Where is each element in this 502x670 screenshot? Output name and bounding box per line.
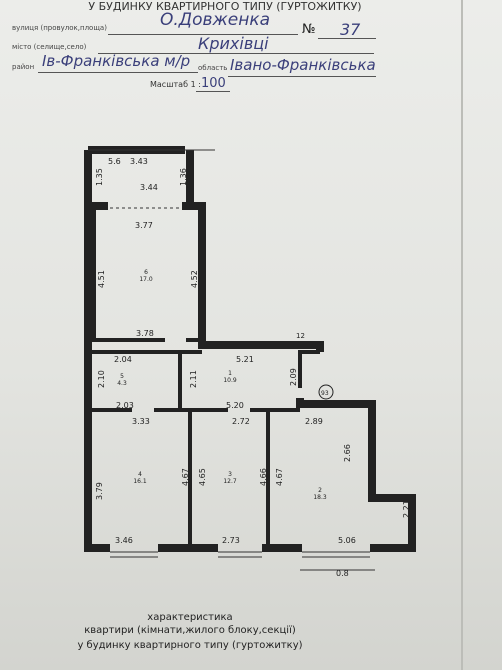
city-label: місто (селище,село) — [12, 43, 87, 51]
dim-label: 1.36 — [179, 168, 188, 186]
marker-circle — [318, 384, 334, 400]
dim-label: 5.06 — [338, 536, 356, 545]
dim-label: 3.33 — [132, 417, 150, 426]
dim-label: 3.43 — [130, 157, 148, 166]
dim-label: 12 — [296, 332, 305, 340]
street-underline — [108, 34, 298, 35]
dim-label: 4.66 — [259, 468, 268, 486]
room-number: 3 — [228, 471, 232, 478]
dim-label: 4.52 — [190, 270, 199, 288]
room-area: 17.0 — [139, 276, 153, 283]
dim-label: 2.21 — [402, 500, 411, 518]
dim-label: 2.89 — [305, 417, 323, 426]
room-area: 10.9 — [223, 377, 237, 384]
number-underline — [318, 38, 376, 39]
dim-label: 2.66 — [343, 444, 352, 462]
dim-label: 2.10 — [97, 370, 106, 388]
room-area: 12.7 — [223, 478, 237, 485]
form-title: У БУДИНКУ КВАРТИРНОГО ТИПУ (ГУРТОЖИТКУ) — [88, 0, 362, 13]
dim-label: 2.04 — [114, 355, 132, 364]
city-value: Крихівці — [198, 34, 269, 53]
room-number: 2 — [318, 487, 322, 494]
room-area: 4.3 — [117, 380, 127, 387]
footer-line-2: квартири (кімнати,жилого блоку,секції) — [84, 625, 296, 636]
dim-label: 3.77 — [135, 221, 153, 230]
street-value: О.Довженка — [160, 10, 271, 30]
region-value: Івано-Франківська — [230, 56, 376, 74]
room-area: 18.3 — [313, 494, 327, 501]
city-underline — [98, 53, 374, 54]
dim-label: 4.67 — [275, 468, 284, 486]
dim-label: 2.72 — [232, 417, 250, 426]
dim-label: 5.6 — [108, 157, 121, 166]
outer-wall-bottom-3 — [296, 398, 416, 552]
dim-label: 2.73 — [222, 536, 240, 545]
dim-label: 2.11 — [189, 370, 198, 388]
room-area: 16.1 — [133, 478, 147, 485]
dim-label: 4.51 — [97, 270, 106, 288]
dim-label: 3.44 — [140, 183, 158, 192]
room-number: 4 — [138, 471, 142, 478]
dim-label: 3.79 — [95, 482, 104, 500]
dim-label: 2.09 — [289, 368, 298, 386]
scale-label: Масштаб 1 : — [150, 80, 201, 89]
dim-label: 3.46 — [115, 536, 133, 545]
street-label: вулиця (провулок,площа) — [12, 24, 107, 32]
district-label: район — [12, 63, 35, 71]
room-number: 6 — [144, 269, 148, 276]
dim-label: 0.8 — [336, 569, 349, 578]
room-number: 5 — [120, 373, 124, 380]
region-underline — [228, 76, 376, 77]
dim-label: 2.03 — [116, 401, 134, 410]
number-label: № — [302, 22, 316, 37]
scale-underline — [196, 91, 230, 92]
room-number: 1 — [228, 370, 232, 377]
dim-label: 1.35 — [95, 168, 104, 186]
region-label: область — [198, 64, 228, 72]
district-value: Ів-Франківська м/р — [42, 52, 191, 70]
dim-label: 4.67 — [181, 468, 190, 486]
dim-label: 5.21 — [236, 355, 254, 364]
district-underline — [38, 72, 198, 73]
marker-label: 93 — [321, 390, 329, 397]
number-value: 37 — [340, 20, 361, 39]
dim-label: 3.78 — [136, 329, 154, 338]
corridor-left-partition — [92, 350, 202, 390]
dim-label: 4.65 — [198, 468, 207, 486]
footer-line-3: у будинку квартирного типу (гуртожитку) — [77, 640, 303, 651]
scale-value: 100 — [201, 76, 226, 91]
page-fold-line — [461, 0, 463, 670]
dim-label: 5.20 — [226, 401, 244, 410]
footer-line-1: характеристика — [147, 612, 233, 623]
corridor-right-wall — [298, 350, 320, 388]
room6-top-stubs — [88, 202, 324, 352]
